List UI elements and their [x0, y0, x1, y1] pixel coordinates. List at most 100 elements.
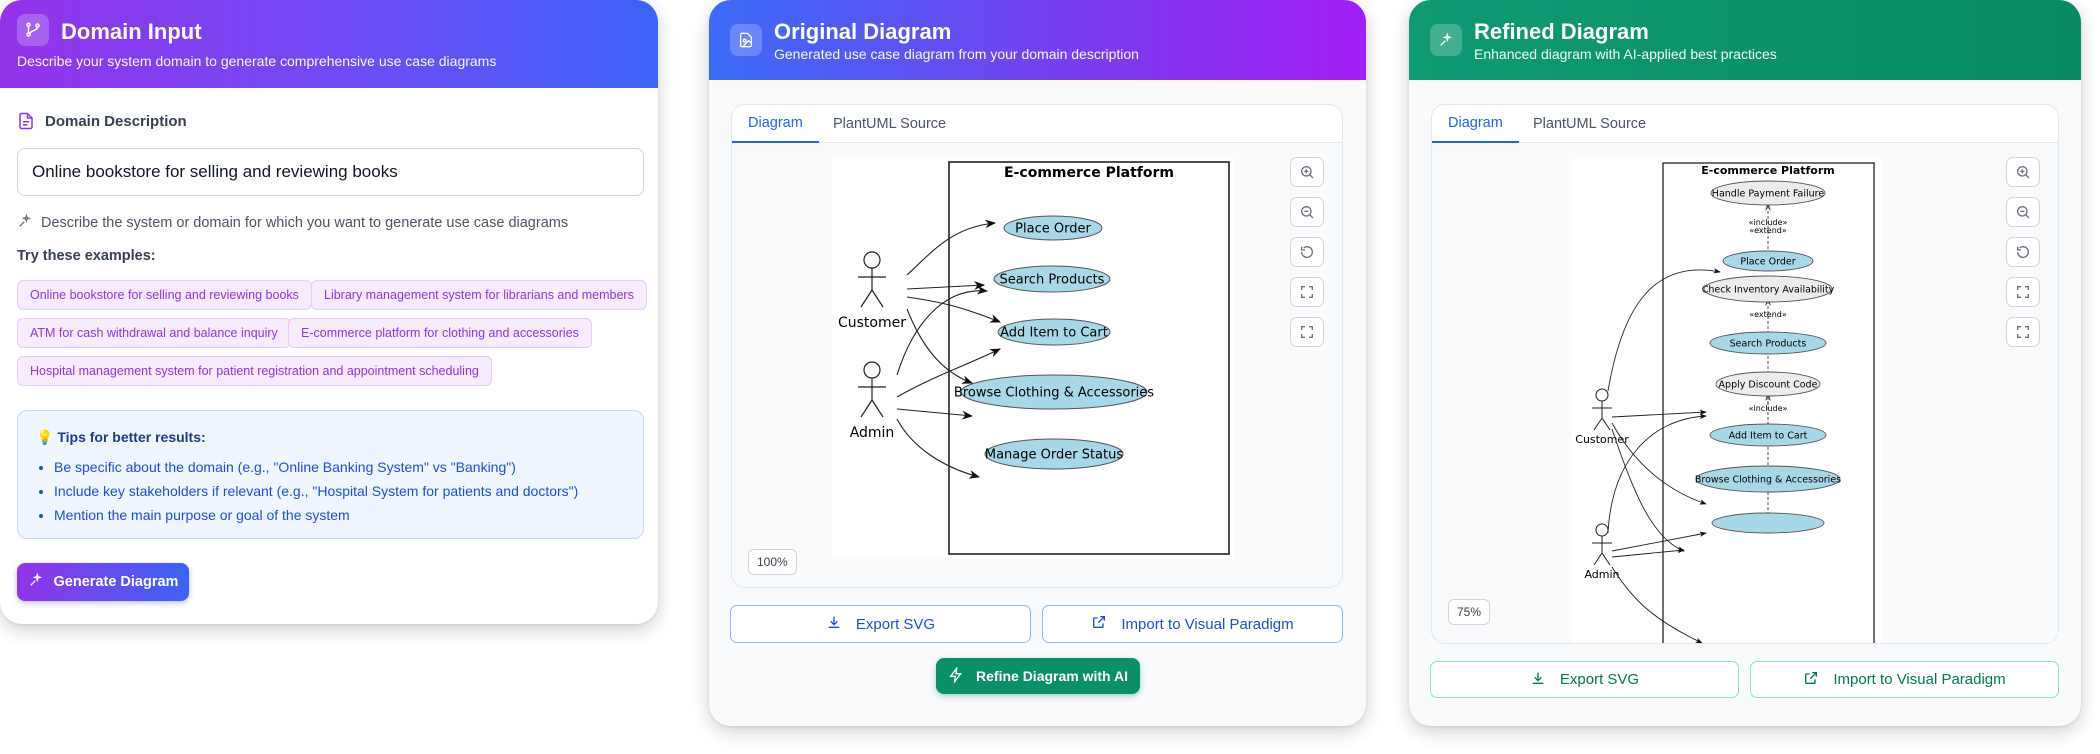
refine-diagram-button[interactable]: Refine Diagram with AI [936, 658, 1140, 694]
tip-item: Mention the main purpose or goal of the … [54, 503, 578, 527]
stereotype-label: «extend» [1749, 226, 1787, 235]
download-icon [1530, 670, 1546, 690]
import-visual-paradigm-button[interactable]: Import to Visual Paradigm [1750, 661, 2059, 698]
usecase-label: Place Order [1740, 257, 1795, 268]
fullscreen-icon[interactable] [2006, 317, 2040, 347]
usecase-label: Check Inventory Availability [1702, 285, 1835, 296]
actor-admin-label: Admin [850, 425, 895, 441]
usecase-label: Add Item to Cart [1729, 431, 1808, 442]
sparkles-icon [1430, 24, 1462, 56]
usecase-search-products [1709, 331, 1827, 355]
example-chip[interactable]: ATM for cash withdrawal and balance inqu… [17, 318, 291, 348]
zoom-out-icon[interactable] [2006, 197, 2040, 227]
usecase-check-inventory [1703, 275, 1833, 303]
tab-plantuml-source[interactable]: PlantUML Source [1533, 116, 1647, 132]
refined-diagram-title: Refined Diagram [1474, 19, 1649, 44]
reset-icon[interactable] [2006, 237, 2040, 267]
file-image-icon [730, 24, 762, 56]
actor-admin-label: Admin [1584, 568, 1619, 581]
system-boundary [1662, 162, 1875, 643]
domain-description-label: Domain Description [45, 113, 187, 130]
download-icon [826, 614, 842, 634]
example-chip[interactable]: Online bookstore for selling and reviewi… [17, 280, 312, 310]
examples-label: Try these examples: [17, 248, 156, 264]
usecase-add-item-to-cart [997, 318, 1111, 346]
refined-diagram-card: Refined Diagram Enhanced diagram with AI… [1409, 0, 2081, 726]
domain-input-title: Domain Input [61, 19, 202, 44]
example-chip[interactable]: Hospital management system for patient r… [17, 356, 492, 386]
tab-diagram[interactable]: Diagram [1432, 105, 1519, 143]
export-svg-button[interactable]: Export SVG [1430, 661, 1739, 698]
diagram-pane: Diagram PlantUML Source E-commerce Platf… [1431, 104, 2059, 644]
diagram-canvas[interactable]: E-commerce Platform Customer Admin [1432, 143, 2058, 643]
usecase-place-order [1003, 215, 1103, 241]
system-boundary [948, 161, 1230, 555]
stereotype-label: «include» [1749, 404, 1788, 413]
tab-plantuml-source[interactable]: PlantUML Source [833, 116, 947, 132]
actor-customer-label: Customer [838, 315, 906, 331]
stereotype-label: «include» [1749, 218, 1788, 227]
refined-diagram-header: Refined Diagram Enhanced diagram with AI… [1409, 0, 2081, 80]
usecase-apply-discount [1715, 371, 1821, 397]
hint-text: Describe the system or domain for which … [41, 215, 569, 231]
original-diagram-subtitle: Generated use case diagram from your dom… [774, 46, 1139, 62]
diagram-canvas[interactable]: E-commerce Platform Customer Admin [732, 143, 1342, 587]
usecase-partial [1711, 512, 1825, 534]
external-link-icon [1803, 670, 1819, 690]
association-lines [896, 219, 1002, 479]
usecase-add-item-to-cart [1709, 423, 1827, 447]
tip-item: Be specific about the domain (e.g., "Onl… [54, 455, 578, 479]
usecase-label: Handle Payment Failure [1712, 189, 1825, 200]
usecase-label: Browse Clothing & Accessories [1695, 475, 1841, 486]
tip-item: Include key stakeholders if relevant (e.… [54, 479, 578, 503]
domain-input-subtitle: Describe your system domain to generate … [17, 53, 497, 69]
zoom-in-icon[interactable] [1290, 157, 1324, 187]
input-hint: Describe the system or domain for which … [17, 213, 568, 233]
original-diagram-card: Original Diagram Generated use case diag… [709, 0, 1366, 726]
tab-diagram[interactable]: Diagram [732, 105, 819, 143]
export-svg-button[interactable]: Export SVG [730, 605, 1031, 643]
original-diagram-header: Original Diagram Generated use case diag… [709, 0, 1366, 80]
actor-admin-figure [1592, 523, 1612, 566]
system-name: E-commerce Platform [1004, 165, 1174, 181]
fullscreen-icon[interactable] [1290, 317, 1324, 347]
system-name: E-commerce Platform [1701, 164, 1835, 177]
association-lines [1607, 268, 1721, 643]
diagram-pane: Diagram PlantUML Source E-commerce Platf… [731, 104, 1343, 588]
tips-title: 💡 Tips for better results: [36, 429, 206, 445]
usecase-place-order [1722, 250, 1814, 272]
zoom-level: 75% [1448, 599, 1491, 625]
fit-icon[interactable] [2006, 277, 2040, 307]
usecase-label: Manage Order Status [985, 448, 1123, 463]
tips-list: Be specific about the domain (e.g., "Onl… [54, 455, 578, 527]
actor-admin-figure [858, 361, 886, 418]
diagram-tabs: Diagram PlantUML Source [1432, 105, 2058, 143]
sparkles-icon [17, 213, 33, 233]
actor-customer-figure [1592, 388, 1612, 431]
reset-icon[interactable] [1290, 237, 1324, 267]
usecase-label: Search Products [1730, 339, 1807, 350]
example-chip[interactable]: Library management system for librarians… [311, 280, 647, 310]
zoom-in-icon[interactable] [2006, 157, 2040, 187]
sparkles-icon [28, 572, 44, 592]
fit-icon[interactable] [1290, 277, 1324, 307]
usecase-handle-payment-failure [1710, 180, 1826, 206]
usecase-diagram: E-commerce Platform Customer Admin [832, 157, 1234, 559]
usecase-search-products [993, 265, 1111, 293]
domain-description-input[interactable] [17, 148, 644, 196]
usecase-browse-clothing [1695, 465, 1841, 493]
usecase-label: Browse Clothing & Accessories [954, 386, 1154, 401]
usecase-browse-clothing [960, 374, 1148, 410]
import-visual-paradigm-button[interactable]: Import to Visual Paradigm [1042, 605, 1343, 643]
generate-diagram-button[interactable]: Generate Diagram [17, 563, 189, 601]
example-chip[interactable]: E-commerce platform for clothing and acc… [288, 318, 592, 348]
zoom-out-icon[interactable] [1290, 197, 1324, 227]
lightbulb-icon: 💡 [36, 429, 54, 445]
actor-customer-label: Customer [1575, 433, 1629, 446]
usecase-label: Apply Discount Code [1719, 380, 1818, 391]
lightning-icon [948, 665, 964, 686]
domain-input-card: Domain Input Describe your system domain… [0, 0, 658, 624]
domain-input-header: Domain Input Describe your system domain… [0, 0, 658, 88]
usecase-manage-order-status [984, 438, 1124, 470]
diagram-tabs: Diagram PlantUML Source [732, 105, 1342, 143]
